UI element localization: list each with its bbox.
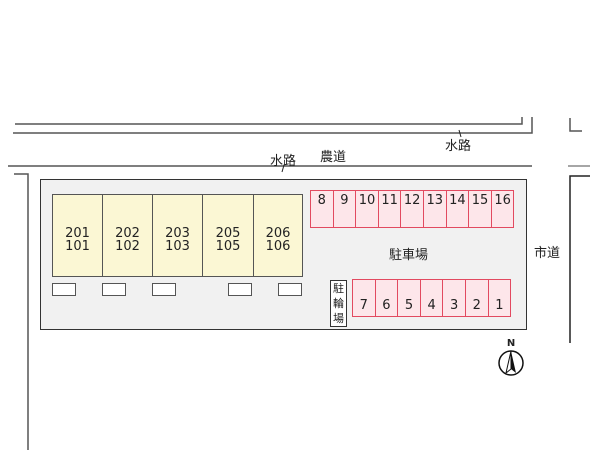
bicycle-parking: 駐輪場 [330,280,347,327]
parking-space-12: 12 [400,190,424,228]
parking-space-6: 6 [374,279,399,317]
balcony [278,283,302,296]
parking-space-13: 13 [423,190,447,228]
unit-lower: 101 [65,239,90,254]
city-road-label: 市道 [534,246,561,261]
parking-space-11: 11 [377,190,402,228]
unit-upper: 202 [115,226,140,241]
unit-lower: 106 [265,239,291,254]
farm-road-label: 農道 [320,150,347,165]
parking-space-8: 8 [310,190,334,228]
parking-space-3: 3 [442,279,466,317]
parking-space-1: 1 [487,279,512,317]
unit-lower: 105 [215,239,241,254]
parking-space-15: 15 [468,190,492,228]
parking-space-14: 14 [445,190,470,228]
balcony [152,283,176,296]
parking-space-2: 2 [465,279,489,317]
unit-upper: 205 [215,226,241,241]
waterway-label: 水路 [445,139,472,154]
compass-label: N [506,338,516,349]
parking-space-10: 10 [355,190,379,228]
unit-lower: 103 [165,239,190,254]
balcony [228,283,252,296]
parking-space-9: 9 [332,190,357,228]
unit-upper: 206 [265,226,291,241]
parking-space-7: 7 [352,279,376,317]
parking-space-5: 5 [397,279,421,317]
north-compass-icon: N [497,338,525,378]
parking-space-4: 4 [419,279,444,317]
waterway-label: 水路 [270,154,297,169]
unit-lower: 102 [115,239,140,254]
unit-upper: 201 [65,226,90,241]
parking-space-16: 16 [490,190,515,228]
unit-upper: 203 [165,226,190,241]
balcony [102,283,126,296]
balcony [52,283,76,296]
parking-lot-label: 駐車場 [389,248,429,263]
